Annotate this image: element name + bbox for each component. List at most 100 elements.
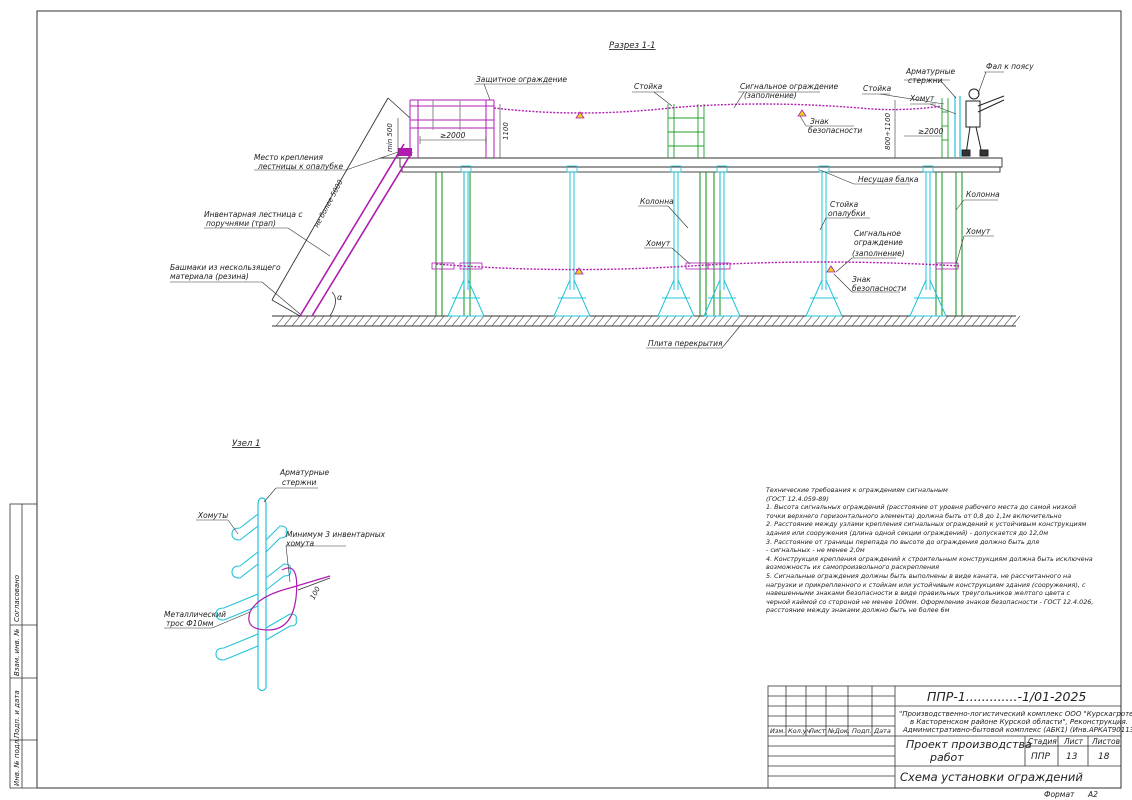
post-head xyxy=(460,165,472,173)
node-title: Узел 1 xyxy=(232,439,260,449)
requirement-line: (ГОСТ 12.4.059-89) xyxy=(766,494,829,503)
node-label-min-2: хомута xyxy=(285,539,314,548)
dim-2000-right: ≥2000 xyxy=(918,127,944,136)
label-post-2: Стойка xyxy=(863,84,892,93)
tb-head-date: Дата xyxy=(873,727,891,735)
signal-fence-rope-mid xyxy=(435,261,961,271)
tb-sheets: 18 xyxy=(1098,752,1110,762)
tb-format: А2 xyxy=(1087,790,1098,799)
title-block xyxy=(767,685,1122,789)
node-label-rebar-1: Арматурные xyxy=(279,468,330,477)
tb-org-3: Административно-бытовой комплекс (АБК1) … xyxy=(902,726,1132,734)
safety-sign-top-1 xyxy=(575,111,585,119)
label-formwork-post-2: опалубки xyxy=(828,209,865,218)
tb-sheets-label: Листов xyxy=(1091,737,1120,746)
label-sign-top-2: безопасности xyxy=(808,126,862,135)
label-signal-fence-top-2: (заполнение) xyxy=(744,91,797,100)
side-stamp-sign-date: Подп. и дата xyxy=(13,690,21,738)
inventory-ladder xyxy=(271,97,413,317)
label-rebar-2: стержни xyxy=(908,76,943,85)
node-label-clamps: Хомуты xyxy=(197,511,228,520)
label-sign-mid-2: безопасности xyxy=(852,284,906,293)
label-formwork-post-1: Стойка xyxy=(830,200,859,209)
post-head xyxy=(566,165,578,173)
dim-5000: не более 5000 xyxy=(313,178,345,229)
label-ladder-1: Инвентарная лестница с xyxy=(204,210,303,219)
load-bearing-beam xyxy=(380,157,1003,173)
tb-head-doc: №Док. xyxy=(827,727,850,735)
requirement-line: 5. Сигнальные ограждения должны быть вып… xyxy=(766,571,1094,615)
sheet-frame xyxy=(36,10,1122,789)
section-title: Разрез 1-1 xyxy=(609,41,656,51)
node-rebar xyxy=(257,497,267,692)
post-head xyxy=(922,165,934,173)
label-ladder-mount-1: Место крепления xyxy=(254,153,324,162)
tb-head-kol: Кол.уч xyxy=(788,727,811,735)
tb-sheet-label: Лист xyxy=(1063,737,1084,746)
node-clamp xyxy=(231,513,259,541)
requirement-line: 1. Высота сигнальных ограждений (расстоя… xyxy=(766,503,1077,520)
node-label-cable-1: Металлический xyxy=(164,610,226,619)
node-clamp xyxy=(215,633,259,661)
node-dim-100: 100 xyxy=(309,585,323,601)
label-signal-fence-mid-3: (заполнение) xyxy=(852,249,905,258)
post-head xyxy=(670,165,682,173)
label-signal-fence-mid-1: Сигнальное xyxy=(854,229,901,238)
clamp xyxy=(707,262,731,270)
requirement-line: Технические требования к ограждениям сиг… xyxy=(766,486,948,494)
top-posts xyxy=(409,99,495,158)
node-cable xyxy=(248,567,331,631)
tb-org-1: "Производственно-логистический комплекс … xyxy=(899,710,1132,718)
label-column-mid: Колонна xyxy=(640,197,674,206)
ladder-angle-arc xyxy=(329,291,336,317)
worker-figure xyxy=(961,88,1005,157)
label-sign-mid-1: Знак xyxy=(852,275,871,284)
clamp xyxy=(459,262,483,270)
label-shoes-1: Башмаки из нескользящего xyxy=(170,263,281,272)
safety-sign-mid-1 xyxy=(574,267,584,275)
side-stamp-inv: Инв. № подл. xyxy=(13,738,21,786)
node-clamp xyxy=(265,525,287,553)
tb-stage: ППР xyxy=(1031,752,1051,762)
requirement-line: 4. Конструкция крепления ограждений к ст… xyxy=(766,554,1093,572)
node-clamps xyxy=(215,513,297,661)
ladder-angle: α xyxy=(337,293,343,302)
tb-org-2: в Касторенском районе Курской области", … xyxy=(910,718,1128,726)
label-signal-fence-top-1: Сигнальное ограждение xyxy=(740,82,838,91)
tb-stage-label: Стадия xyxy=(1028,737,1057,746)
label-ladder-2: поручнями (трап) xyxy=(206,219,276,228)
side-stamp xyxy=(9,503,38,789)
tb-head-izm: Изм. xyxy=(770,727,785,735)
label-clamp-right: Хомут xyxy=(965,227,991,236)
label-shoes-2: материала (резина) xyxy=(170,272,249,281)
tb-sheet-title: Схема установки ограждений xyxy=(900,770,1083,784)
label-clamp-top: Хомут xyxy=(909,94,935,103)
label-clamp-mid: Хомут xyxy=(645,239,671,248)
node-clamp xyxy=(265,613,297,641)
columns-group xyxy=(431,165,963,317)
technical-requirements: Технические требования к ограждениям сиг… xyxy=(766,486,1096,615)
label-rebar-1: Арматурные xyxy=(905,67,956,76)
safety-sign-top-2 xyxy=(797,109,807,117)
label-signal-fence-mid-2: ограждение xyxy=(854,238,903,247)
rebar-bars xyxy=(954,96,961,158)
node-label-cable-2: трос Ф10мм xyxy=(166,619,214,628)
tb-head-list: Лист xyxy=(808,727,826,735)
requirement-line: 3. Расстояние от границы перепада по выс… xyxy=(766,537,1040,546)
side-stamp-agreed: Согласовано xyxy=(13,575,21,622)
tripod-base xyxy=(447,279,485,317)
post-head xyxy=(818,165,830,173)
dim-1100: 1100 xyxy=(502,122,510,140)
tb-sheet: 13 xyxy=(1066,752,1078,762)
tripod-base xyxy=(703,279,741,317)
tb-head-sign: Подп. xyxy=(852,727,872,735)
label-beam: Несущая балка xyxy=(858,175,919,184)
label-ladder-mount-2: лестницы к опалубке xyxy=(257,162,343,171)
fence-posts xyxy=(667,98,949,158)
floor-slab xyxy=(272,315,1021,327)
node-clamp xyxy=(231,551,259,579)
tripod-base xyxy=(657,279,695,317)
dim-2000-left: ≥2000 xyxy=(440,131,466,140)
node-clamp xyxy=(215,593,259,621)
